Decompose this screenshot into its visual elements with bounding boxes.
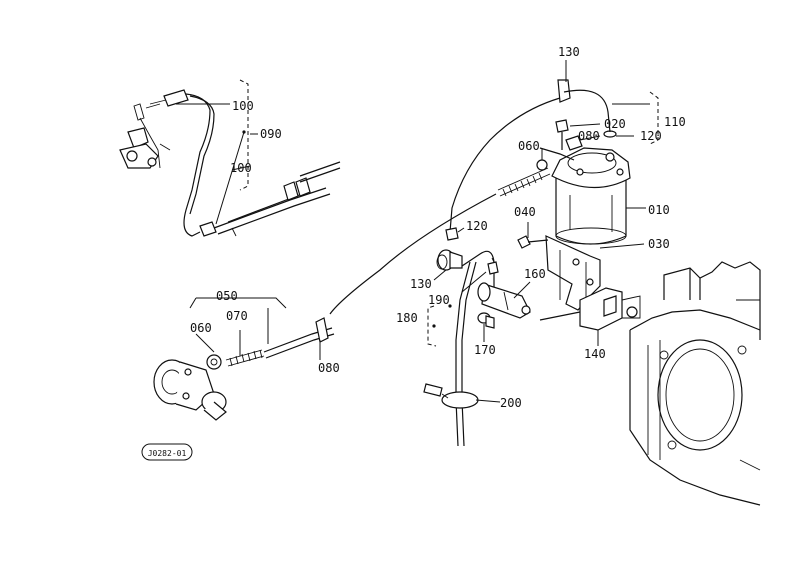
callout-080-left: 080 (318, 361, 340, 375)
clamp-200[interactable] (423, 383, 479, 409)
callout-100-mid: 100 (230, 161, 252, 175)
bolt-020[interactable] (555, 119, 569, 150)
callout-190: 190 (428, 293, 450, 307)
callout-160: 160 (524, 267, 546, 281)
stop-solenoid-160[interactable] (477, 282, 531, 319)
fuel-filter[interactable] (551, 147, 631, 245)
callout-030: 030 (648, 237, 670, 251)
callout-010: 010 (648, 203, 670, 217)
callout-050: 050 (216, 289, 238, 303)
leader-lines (176, 60, 650, 403)
drawing-code-stamp: J0282-01 (141, 443, 193, 461)
callout-130-mid: 130 (410, 277, 432, 291)
group-brackets (189, 79, 659, 347)
nut-060-left[interactable] (206, 354, 222, 370)
callout-060-right: 060 (518, 139, 540, 153)
injection-pump[interactable] (153, 359, 227, 421)
callout-020: 020 (604, 117, 626, 131)
callout-070: 070 (226, 309, 248, 323)
callout-040: 040 (514, 205, 536, 219)
callout-120-right: 120 (640, 129, 662, 143)
callout-170: 170 (474, 343, 496, 357)
callout-100-top: 100 (232, 99, 254, 113)
cable-end-100-top[interactable] (149, 89, 189, 107)
callout-140: 140 (584, 347, 606, 361)
nipple-190[interactable] (487, 257, 499, 275)
callout-130-top: 130 (558, 45, 580, 59)
callout-080-top: 080 (578, 129, 600, 143)
bolt-040[interactable] (517, 235, 549, 249)
callout-090: 090 (260, 127, 282, 141)
engine-block (629, 261, 761, 506)
fuel-pipe-070[interactable] (225, 317, 335, 367)
fuel-hose-right[interactable] (329, 147, 575, 315)
fitting-130-mid[interactable] (436, 249, 463, 271)
control-cable-090[interactable] (183, 93, 341, 237)
callout-060-left: 060 (190, 321, 212, 335)
callout-180: 180 (396, 311, 418, 325)
callout-200: 200 (500, 396, 522, 410)
return-pipe-110[interactable] (449, 89, 611, 233)
lever-assembly[interactable] (119, 103, 171, 169)
callout-120-mid: 120 (466, 219, 488, 233)
drawing-code: J0282-01 (148, 449, 187, 458)
banjo-fitting-080[interactable] (565, 135, 583, 151)
leader-dots (242, 130, 452, 328)
fuel-pump[interactable] (539, 287, 641, 331)
callout-110: 110 (664, 115, 686, 129)
clip-130-top[interactable] (557, 79, 571, 103)
fitting-170[interactable] (477, 312, 495, 329)
callout-labels: 130 110 020 080 120 060 010 040 030 120 … (190, 45, 686, 410)
clip-120-mid[interactable] (445, 227, 459, 241)
